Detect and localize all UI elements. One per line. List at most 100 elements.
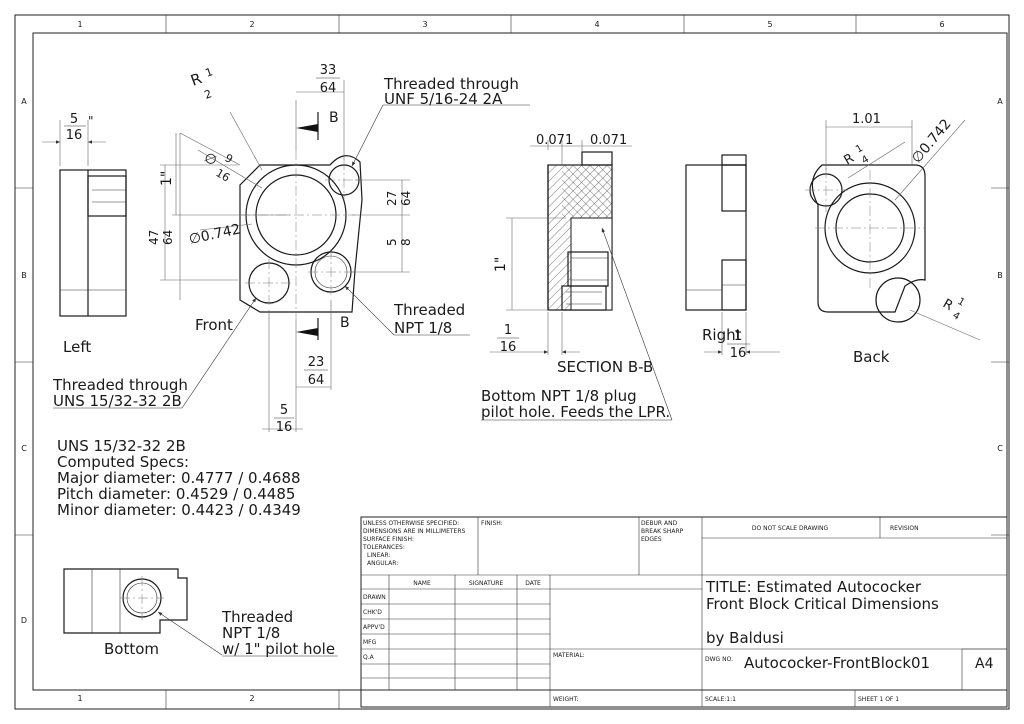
left-view [42,120,127,317]
front-dia-small-den: 16 [214,166,233,184]
bottom-callout-line-2: NPT 1/8 [222,624,280,642]
bottom-view [63,568,223,656]
right-view [685,154,780,355]
plug-callout-line-2: pilot hole. Feeds the LPR. [481,403,670,421]
col-label-5: 5 [767,20,772,29]
tb-row-appvd: APPV'D [363,624,385,631]
front-bottom-5-den: 16 [276,420,293,435]
tb-note-3: SURFACE FINISH: [363,536,414,543]
front-dia-0742: ∅0.742 [188,221,242,248]
back-r-top-den: 4 [860,154,871,167]
spec-line-3: Major diameter: 0.4777 / 0.4688 [57,469,301,487]
front-height-1: 1" [159,171,175,186]
back-top-dim: 1.01 [852,112,881,127]
left-dim-num: 5 [70,112,78,127]
row-label-d: D [21,616,27,625]
tb-material: MATERIAL: [553,652,585,659]
uns-callout-line-1: Threaded through [52,376,188,394]
tb-note-2: DIMENSIONS ARE IN MILLIMETERS [363,528,465,535]
tb-col-name: NAME [413,580,431,587]
tb-scale: SCALE:1:1 [705,696,736,703]
back-r-top-num: 1 [854,143,865,156]
left-dim-unit: " [88,114,94,128]
col-label-2: 2 [249,20,254,29]
spec-line-1: UNS 15/32-32 2B [57,437,186,455]
spec-line-5: Minor diameter: 0.4423 / 0.4349 [57,501,301,519]
unf-callout-line-1: Threaded through [383,75,519,93]
col-label-4: 4 [594,20,599,29]
plug-callout-line-1: Bottom NPT 1/8 plug [481,387,637,405]
tb-do-not-scale: DO NOT SCALE DRAWING [752,525,829,532]
tb-size: A4 [975,656,994,672]
front-top-num: 33 [320,63,337,78]
row-label-b: B [21,271,27,280]
front-right-27-den: 64 [399,191,413,206]
tb-row-qa: Q.A [363,654,375,661]
tb-dwg-no-label: DWG NO. [705,656,733,663]
bottom-view-label: Bottom [104,640,159,658]
section-marker-bottom: B [340,315,350,331]
section-bottom-den: 16 [500,340,517,355]
spec-line-4: Pitch diameter: 0.4529 / 0.4485 [57,485,295,503]
tb-deburr-2: BREAK SHARP [641,528,684,535]
front-top-den: 64 [320,81,337,96]
tb-finish: FINISH: [481,520,503,527]
uns-callout-line-2: UNS 15/32-32 2B [53,392,182,410]
tb-weight: WEIGHT: [553,696,579,703]
front-view [160,80,530,432]
left-view-label: Left [63,338,91,356]
front-bottom-5-num: 5 [280,403,288,418]
tb-row-chkd: CHK'D [363,609,382,616]
tb-note-5: LINEAR: [367,552,391,559]
tb-row-drawn: DRAWN [363,594,386,601]
tb-revision: REVISION [890,525,919,532]
section-height: 1" [493,257,509,272]
spec-line-2: Computed Specs: [57,453,189,471]
row-label-c: C [21,444,27,453]
right-dim-den: 16 [730,346,747,361]
section-marker-top: B [329,110,339,126]
tb-deburr-3: EDGES [641,536,662,543]
tb-col-signature: SIGNATURE [469,580,504,587]
front-height-47-num: 47 [147,230,161,245]
unf-callout-line-2: UNF 5/16-24 2A [384,90,503,108]
bottom-col-label-2: 2 [249,694,254,703]
front-radius-num: 1 [204,65,215,80]
back-view [805,119,981,341]
tb-title-line-2: Front Block Critical Dimensions [706,595,939,613]
right-view-label: Right [702,326,742,344]
tb-note-6: ANGULAR: [367,560,398,567]
row-label-c-right: C [997,444,1003,453]
title-block [360,516,1008,708]
section-dim-b: 0.071 [590,133,627,148]
npt-callout-line-1: Threaded [393,301,465,319]
right-dim-num: 1 [734,329,742,344]
bottom-callout-line-1: Threaded [221,608,293,626]
tb-note-4: TOLERANCES: [362,544,405,551]
col-label-1: 1 [77,20,82,29]
tb-title-line-1: TITLE: Estimated Autococker [705,578,922,596]
tb-col-date: DATE [525,580,541,587]
front-right-5-num: 5 [385,238,399,246]
tb-author: by Baldusi [706,629,784,647]
col-label-3: 3 [422,20,427,29]
row-label-a: A [21,97,27,106]
front-radius-den: 2 [203,87,214,102]
col-label-6: 6 [939,20,944,29]
tb-note-1: UNLESS OTHERWISE SPECIFIED: [363,520,459,527]
tb-row-mfg: MFG [363,639,377,646]
front-right-27-num: 27 [385,191,399,206]
front-height-47-den: 64 [161,230,175,245]
front-radius-r: R [188,69,204,89]
front-bottom-23-num: 23 [308,355,325,370]
tb-sheet: SHEET 1 OF 1 [858,696,899,703]
bottom-callout-line-3: w/ 1" pilot hole [222,640,335,658]
back-r-top: R [842,151,857,169]
section-dim-a: 0.071 [536,133,573,148]
section-label: SECTION B-B [557,358,653,376]
front-dia-small-num: 9 [223,151,236,166]
npt-callout-line-2: NPT 1/8 [394,319,452,337]
section-bottom-num: 1 [504,323,512,338]
bottom-col-label-1: 1 [77,694,82,703]
